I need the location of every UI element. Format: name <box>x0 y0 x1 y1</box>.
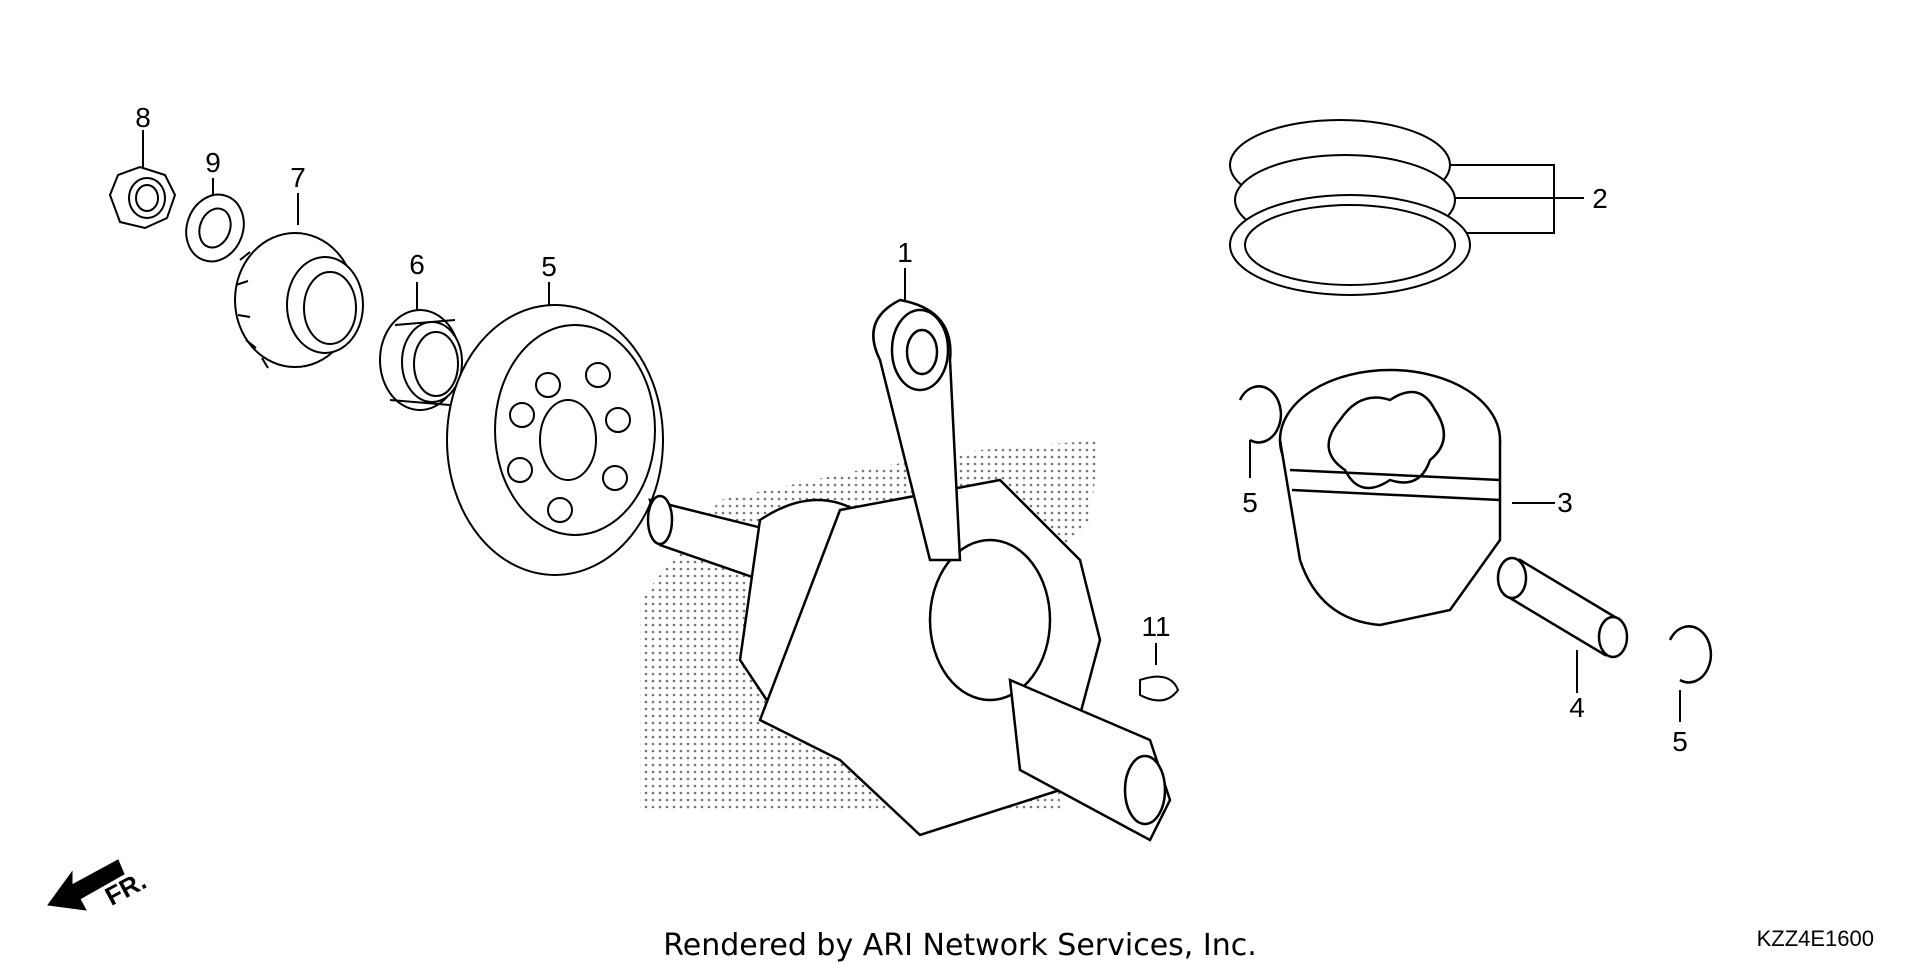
needle-bearing-icon <box>380 310 462 410</box>
callout-6: 5 <box>541 251 557 282</box>
piston-rings-icon <box>1230 120 1470 295</box>
lock-nut-icon <box>110 167 175 228</box>
crankshaft-icon <box>648 300 1170 840</box>
front-direction-arrow-icon <box>48 860 124 910</box>
callout-4: 4 <box>1569 692 1585 723</box>
balancer-drive-gear-icon <box>235 233 363 368</box>
callout-3: 3 <box>1557 487 1573 518</box>
piston-pin-icon <box>1498 558 1627 657</box>
washer-icon <box>177 186 253 269</box>
diagram-code: KZZ4E1600 <box>1756 926 1874 951</box>
callout-8: 7 <box>290 162 306 193</box>
callout-1: 1 <box>897 237 913 268</box>
callout-7: 6 <box>409 249 425 280</box>
piston-pin-clip-icon <box>1240 386 1711 682</box>
callout-11: 11 <box>1141 611 1171 642</box>
woodruff-key-icon <box>1140 677 1178 701</box>
piston-icon <box>1280 370 1500 625</box>
leader-lines <box>143 130 1680 722</box>
render-credit: Rendered by ARI Network Services, Inc. <box>663 928 1257 963</box>
callout-10: 9 <box>205 147 221 178</box>
primary-drive-gear-icon <box>447 305 663 575</box>
callout-9: 8 <box>135 102 151 133</box>
callout-5-right: 5 <box>1672 726 1688 757</box>
callout-2: 2 <box>1592 183 1608 214</box>
callout-5-left: 5 <box>1242 487 1258 518</box>
